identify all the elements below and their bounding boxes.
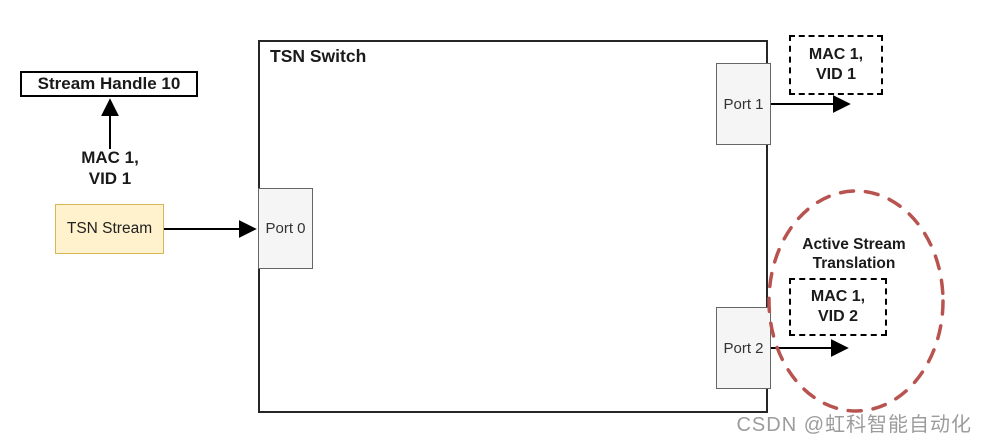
port2-egress-tag-box: MAC 1, VID 2 [789,278,887,336]
stream-handle-box: Stream Handle 10 [20,71,198,97]
port2-box: Port 2 [716,307,771,389]
csdn-watermark: CSDN @虹科智能自动化 [736,414,972,436]
port1-egress-tag-box: MAC 1, VID 1 [789,35,883,95]
active-stream-translation-label: Active Stream Translation [776,235,932,273]
tsn-switch-box [258,40,768,413]
ast-title-line1: Active Stream [802,236,906,253]
tsn-stream-box: TSN Stream [55,204,164,254]
port1-egress-line1: MAC 1, [808,46,864,63]
port1-box: Port 1 [716,63,771,145]
ingress-tag-label: MAC 1, VID 1 [45,147,175,189]
ingress-tag-line2: VID 1 [88,169,132,188]
port0-box: Port 0 [258,188,313,269]
ingress-tag-line1: MAC 1, [81,148,139,167]
port2-egress-line2: VID 2 [817,308,858,325]
tsn-switch-title: TSN Switch [270,46,367,66]
port2-egress-line1: MAC 1, [810,288,866,305]
port1-egress-line2: VID 1 [815,66,856,83]
ast-title-line2: Translation [812,255,896,272]
